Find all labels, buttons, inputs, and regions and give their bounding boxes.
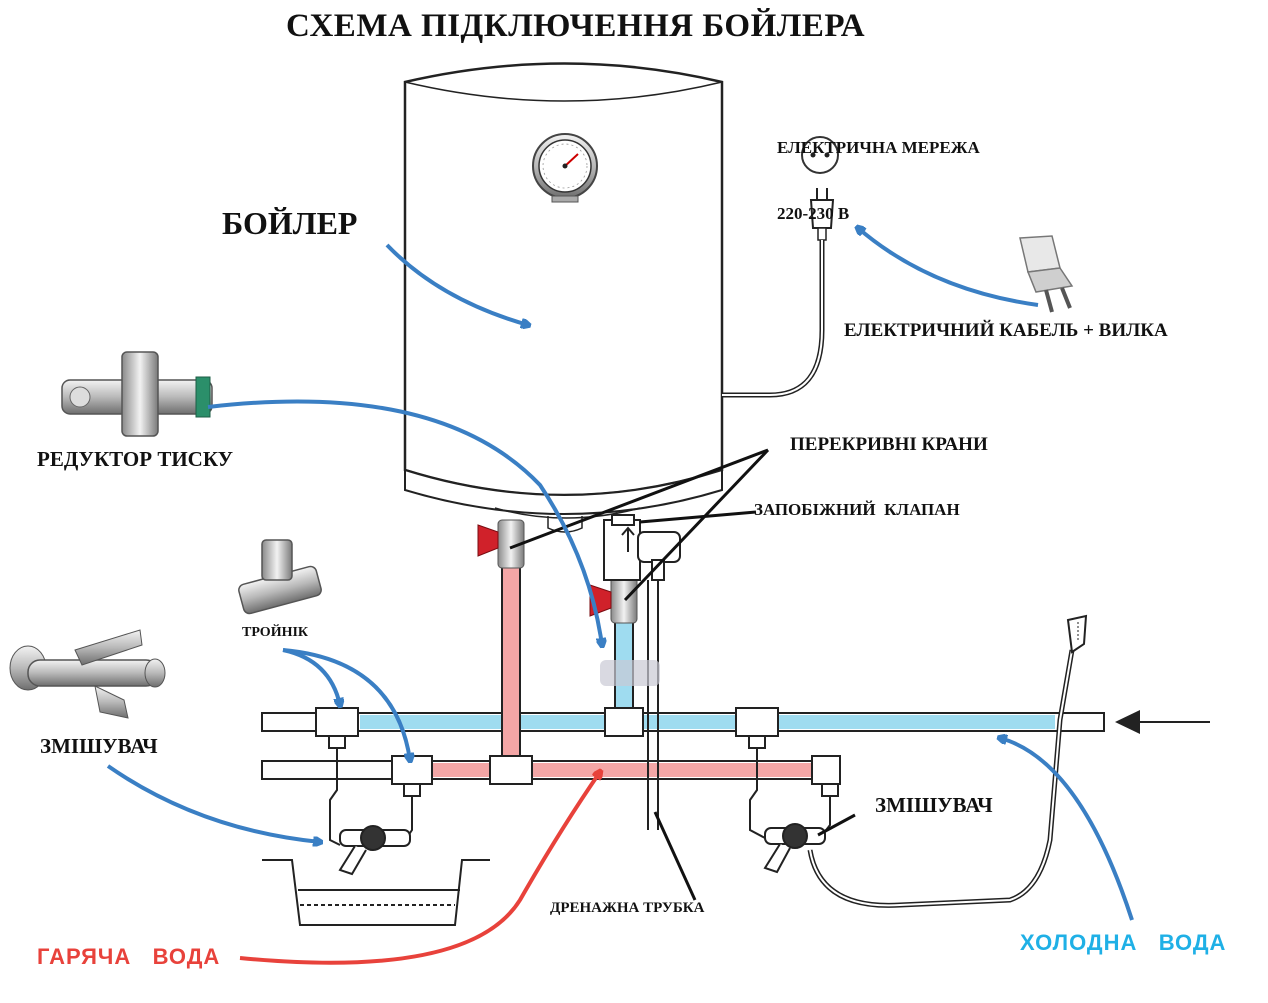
mains-line1: ЕЛЕКТРИЧНА МЕРЕЖА	[777, 138, 980, 157]
right-mixer	[749, 649, 1075, 908]
safety-valve-icon	[603, 514, 681, 581]
safety-valve-label: ЗАПОБІЖНИЙ КЛАПАН	[754, 500, 960, 519]
tee-fitting-icon	[238, 539, 322, 615]
cold-water-main	[261, 712, 1105, 732]
cold-water-label: ХОЛОДНА ВОДА	[1020, 930, 1227, 955]
pressure-reducer-icon	[61, 351, 213, 437]
drain-tube-label: ДРЕНАЖНА ТРУБКА	[550, 900, 705, 916]
hot-riser	[501, 559, 521, 766]
hot-water-label: ГАРЯЧА ВОДА	[37, 944, 221, 969]
left-mixer	[262, 748, 490, 926]
pressure-reducer-label: РЕДУКТОР ТИСКУ	[37, 447, 234, 471]
boiler-tank	[403, 62, 724, 533]
drain-tube	[647, 580, 659, 830]
mixer-faucet-icon	[9, 629, 166, 719]
blue-pointer-arrows	[106, 228, 1134, 921]
shower-head-icon	[1066, 614, 1088, 654]
inline-reducer	[600, 660, 660, 686]
hot-water-arrow	[239, 772, 600, 965]
valve-leader-lines	[509, 448, 856, 901]
ball-valve-icon	[477, 519, 525, 569]
hot-water-main	[261, 760, 838, 780]
power-cable	[722, 240, 825, 398]
boiler-label: БОЙЛЕР	[222, 205, 358, 241]
diagram-title: СХЕМА ПІДКЛЮЧЕННЯ БОЙЛЕРА	[286, 8, 866, 44]
mixer-left-label: ЗМІШУВАЧ	[40, 734, 158, 758]
thermometer-gauge-icon	[532, 133, 598, 203]
shutoff-valves-label: ПЕРЕКРИВНІ КРАНИ	[790, 434, 988, 455]
cold-inlet-arrow	[1115, 710, 1210, 734]
plug-photo-icon	[1019, 235, 1074, 313]
cable-plug-label: ЕЛЕКТРИЧНИЙ КАБЕЛЬ + ВИЛКА	[844, 320, 1168, 341]
mains-line2: 220-230 В	[777, 204, 850, 223]
tee-label: ТРОЙНІК	[242, 625, 309, 640]
socket-icon	[801, 136, 839, 174]
mains-label: ЕЛЕКТРИЧНА МЕРЕЖА 220-230 В	[777, 93, 980, 247]
mixer-right-label: ЗМІШУВАЧ	[875, 793, 993, 817]
